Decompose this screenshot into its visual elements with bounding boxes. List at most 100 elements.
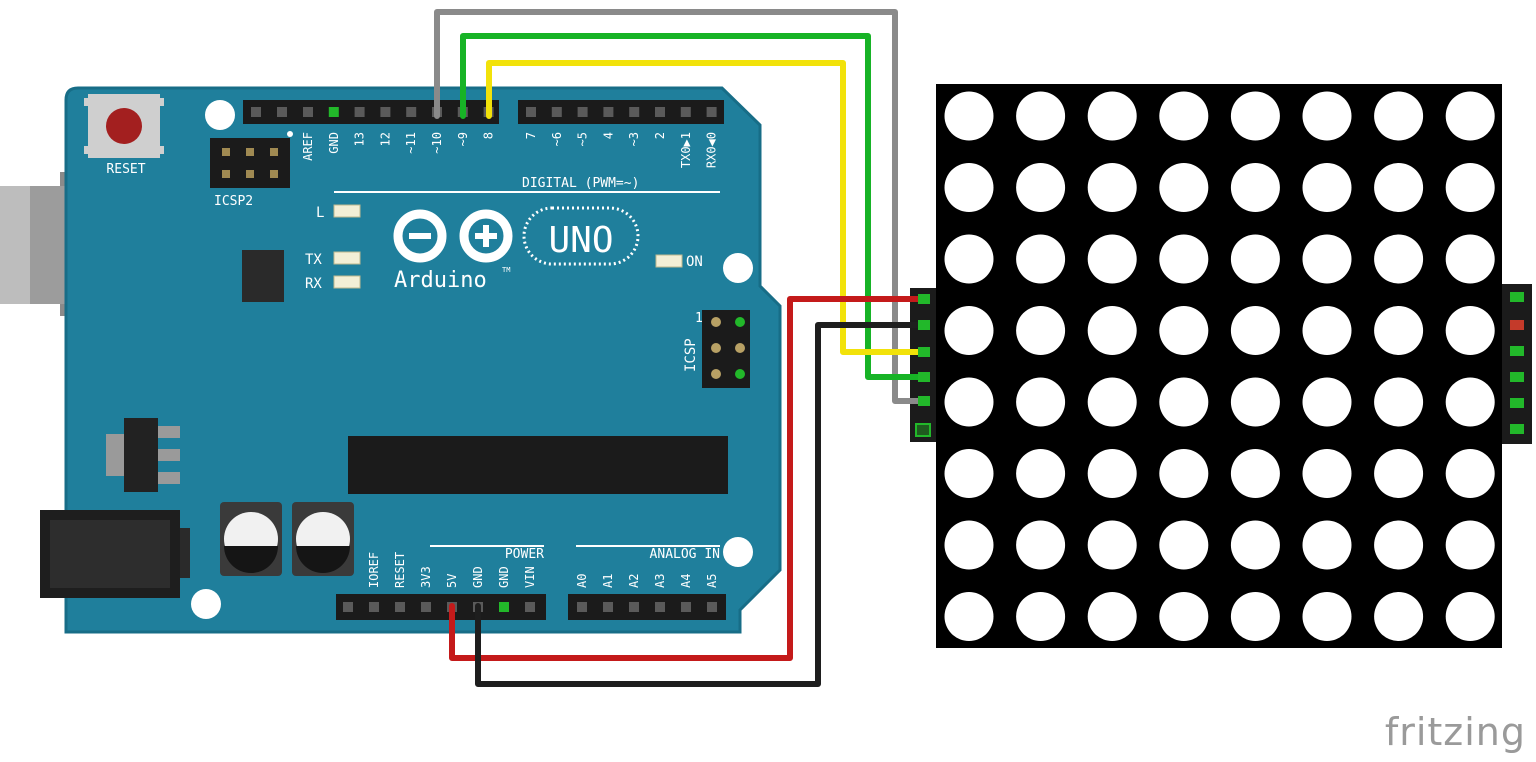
header-pin: [681, 602, 691, 612]
pin-label: ~11: [404, 132, 418, 154]
model-badge: [522, 206, 640, 266]
pin-label: AREF: [301, 132, 315, 161]
led-rx: [333, 275, 361, 289]
matrix-led: [1230, 592, 1280, 641]
header-pin: [277, 107, 287, 117]
matrix-led: [1016, 520, 1066, 570]
header-pin: [343, 602, 353, 612]
icsp2-header: [210, 138, 290, 188]
header-pin: [629, 602, 639, 612]
matrix-led: [1087, 91, 1137, 141]
matrix-input-pin: [918, 347, 930, 357]
led-l-label: L: [316, 205, 324, 221]
matrix-input-pin: [918, 294, 930, 304]
pin-label: A2: [627, 574, 641, 588]
matrix-output-header: [1502, 284, 1532, 444]
matrix-led: [1445, 520, 1495, 570]
pin-label: GND: [327, 132, 341, 154]
matrix-led: [1445, 234, 1495, 284]
capacitor: [292, 502, 354, 576]
matrix-led: [1159, 377, 1209, 427]
matrix-led: [1302, 449, 1352, 498]
wire-vcc: [449, 296, 925, 661]
icsp2-label: ICSP2: [214, 194, 253, 209]
header-pin: [406, 107, 417, 117]
matrix-led: [1302, 91, 1352, 141]
matrix-led: [1374, 163, 1424, 212]
matrix-led: [1302, 163, 1352, 212]
matrix-led: [1087, 234, 1137, 284]
pin-label: GND: [471, 566, 485, 588]
header-pin: [655, 602, 665, 612]
pin-label: 3V3: [419, 566, 433, 588]
digital-label: DIGITAL (PWM=~): [522, 176, 639, 191]
pin-label: ~3: [627, 132, 641, 146]
matrix-led: [1230, 520, 1280, 570]
led-l: [333, 204, 361, 218]
matrix-led: [1230, 163, 1280, 212]
wire-din: [486, 60, 925, 355]
pin-label: 7: [524, 132, 538, 139]
icsp-label: ICSP: [683, 338, 699, 372]
header-pin: [577, 107, 588, 117]
wire-cs: [460, 33, 925, 380]
header-pin: [369, 602, 379, 612]
pin-label: A0: [575, 574, 589, 588]
matrix-led: [1230, 234, 1280, 284]
pin-label: VIN: [523, 566, 537, 588]
digital-header-right: [518, 100, 724, 124]
matrix-led: [1016, 449, 1066, 498]
capacitor: [220, 502, 282, 576]
pin-label: 2: [653, 132, 667, 139]
matrix-led: [1087, 520, 1137, 570]
matrix-led: [1087, 592, 1137, 641]
pin-label: 12: [378, 132, 392, 146]
matrix-led: [1159, 449, 1209, 498]
header-pin: [706, 107, 717, 117]
brand-tm: TM: [502, 266, 510, 274]
brand-name: Arduino: [394, 268, 487, 293]
reset-label: RESET: [106, 162, 145, 177]
matrix-led: [1374, 520, 1424, 570]
pin-label: IOREF: [367, 552, 381, 588]
matrix-input-header: [910, 288, 940, 442]
matrix-led: [1374, 306, 1424, 355]
matrix-led: [1087, 377, 1137, 427]
matrix-input-pin: [918, 372, 930, 382]
header-pin: [655, 107, 665, 117]
header-pin: [603, 602, 613, 612]
header-pin: [328, 107, 339, 117]
matrix-led: [1374, 449, 1424, 498]
matrix-led: [1302, 377, 1352, 427]
power-label: POWER: [505, 547, 544, 562]
matrix-led: [944, 163, 994, 212]
mount-hole: [191, 589, 221, 619]
matrix-led: [944, 91, 994, 141]
pin-label: A1: [601, 574, 615, 588]
matrix-led: [1374, 234, 1424, 284]
header-pin: [577, 602, 587, 612]
matrix-led: [944, 306, 994, 355]
matrix-led: [1302, 234, 1352, 284]
matrix-led: [1159, 592, 1209, 641]
matrix-led: [1016, 163, 1066, 212]
led-on-label: ON: [686, 254, 703, 270]
fritzing-watermark: fritzing: [1384, 710, 1526, 754]
pin-label: ~9: [456, 132, 470, 146]
matrix-led: [1159, 306, 1209, 355]
matrix-led: [1159, 91, 1209, 141]
analog-label: ANALOG IN: [650, 547, 720, 562]
matrix-input-pin: [918, 396, 930, 406]
led-matrix-module: [910, 84, 1532, 648]
voltage-regulator: [124, 418, 158, 492]
led-tx: [333, 251, 361, 265]
power-header: [336, 594, 546, 620]
wire-gnd: [475, 322, 925, 687]
matrix-led: [1016, 377, 1066, 427]
pin-label: TX0▶1: [679, 132, 693, 168]
matrix-led: [944, 234, 994, 284]
mount-hole: [723, 253, 753, 283]
matrix-led: [1374, 592, 1424, 641]
